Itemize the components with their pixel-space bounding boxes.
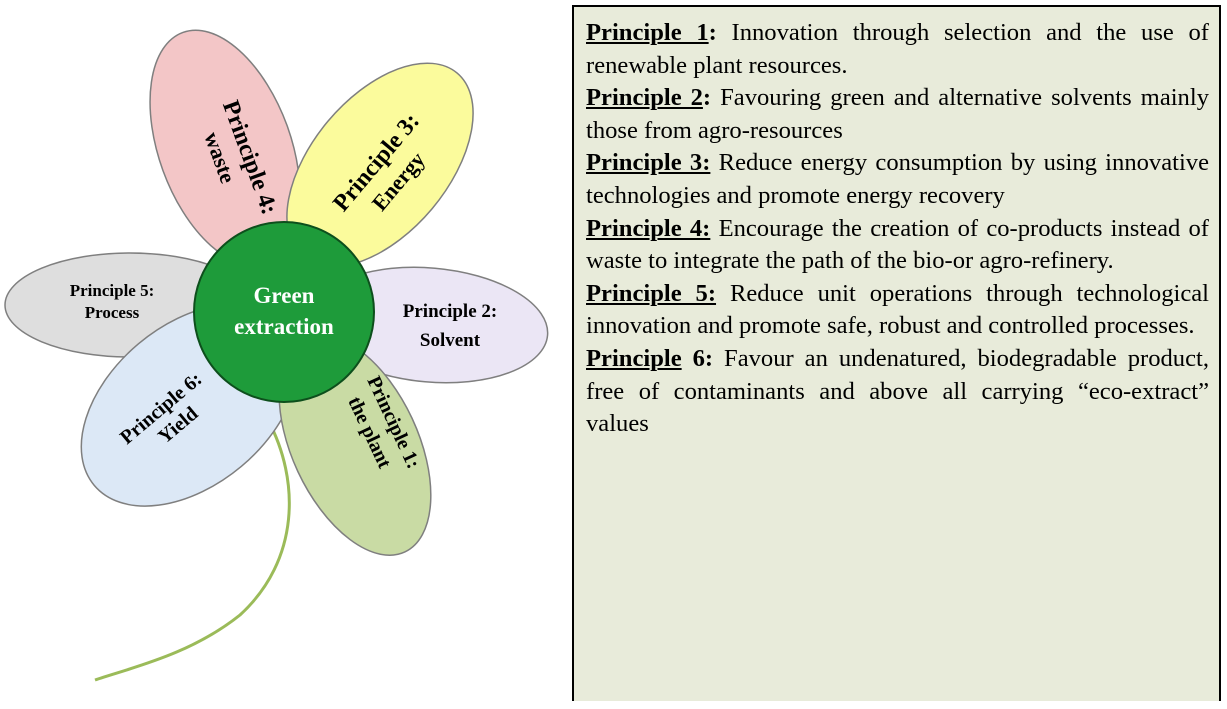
principles-text-box: Principle 1: Innovation through selectio… [572,5,1221,701]
principle-5: Principle 5: Reduce unit operations thro… [586,278,1209,343]
petal-process-title: Principle 5: [70,281,155,300]
green-extraction-flower-diagram: Principle 4: waste Principle 3: Energy P… [4,29,549,682]
petal-energy: Principle 3: Energy [286,62,474,268]
principle-6: Principle 6: Favour an undenatured, biod… [586,343,1209,441]
principle-6-text: Favour an undenatured, biodegradable pro… [586,344,1209,438]
principle-6-colon: 6: [681,344,714,372]
flower-center-line1: Green [254,283,315,308]
flower-stem [94,419,291,682]
principle-1: Principle 1: Innovation through selectio… [586,17,1209,82]
flower-center: Green extraction [193,221,375,403]
principle-5-text: Reduce unit operations through technolog… [586,279,1210,340]
principle-4-text: Encourage the creation of co-products in… [586,214,1210,275]
principle-3-text: Reduce energy consumption by using innov… [586,149,1209,209]
petal-solvent-title: Principle 2: [403,301,497,322]
petal-solvent-subtitle: Solvent [420,330,481,351]
principle-6-label: Principle [586,344,682,372]
petal-waste: Principle 4: waste [149,29,301,267]
principle-3: Principle 3: Reduce energy consumption b… [586,147,1209,212]
principle-1-label: Principle 1 [586,19,709,46]
principle-2-colon: : [702,84,712,112]
principle-2-text: Favouring green and alternative solvents… [586,84,1209,144]
flower-center-line2: extraction [234,314,334,339]
principle-3-label: Principle 3: [586,149,711,177]
petal-process-subtitle: Process [85,303,140,322]
principle-1-text: Innovation through selection and the use… [586,19,1209,79]
principle-5-label: Principle 5: [586,279,717,307]
principle-1-colon: : [708,19,717,46]
principle-2-label: Principle 2 [586,84,703,112]
principle-4: Principle 4: Encourage the creation of c… [586,213,1209,278]
principle-4-label: Principle 4: [586,214,711,242]
flower-center-circle [193,221,375,403]
principle-2: Principle 2: Favouring green and alterna… [586,82,1209,147]
